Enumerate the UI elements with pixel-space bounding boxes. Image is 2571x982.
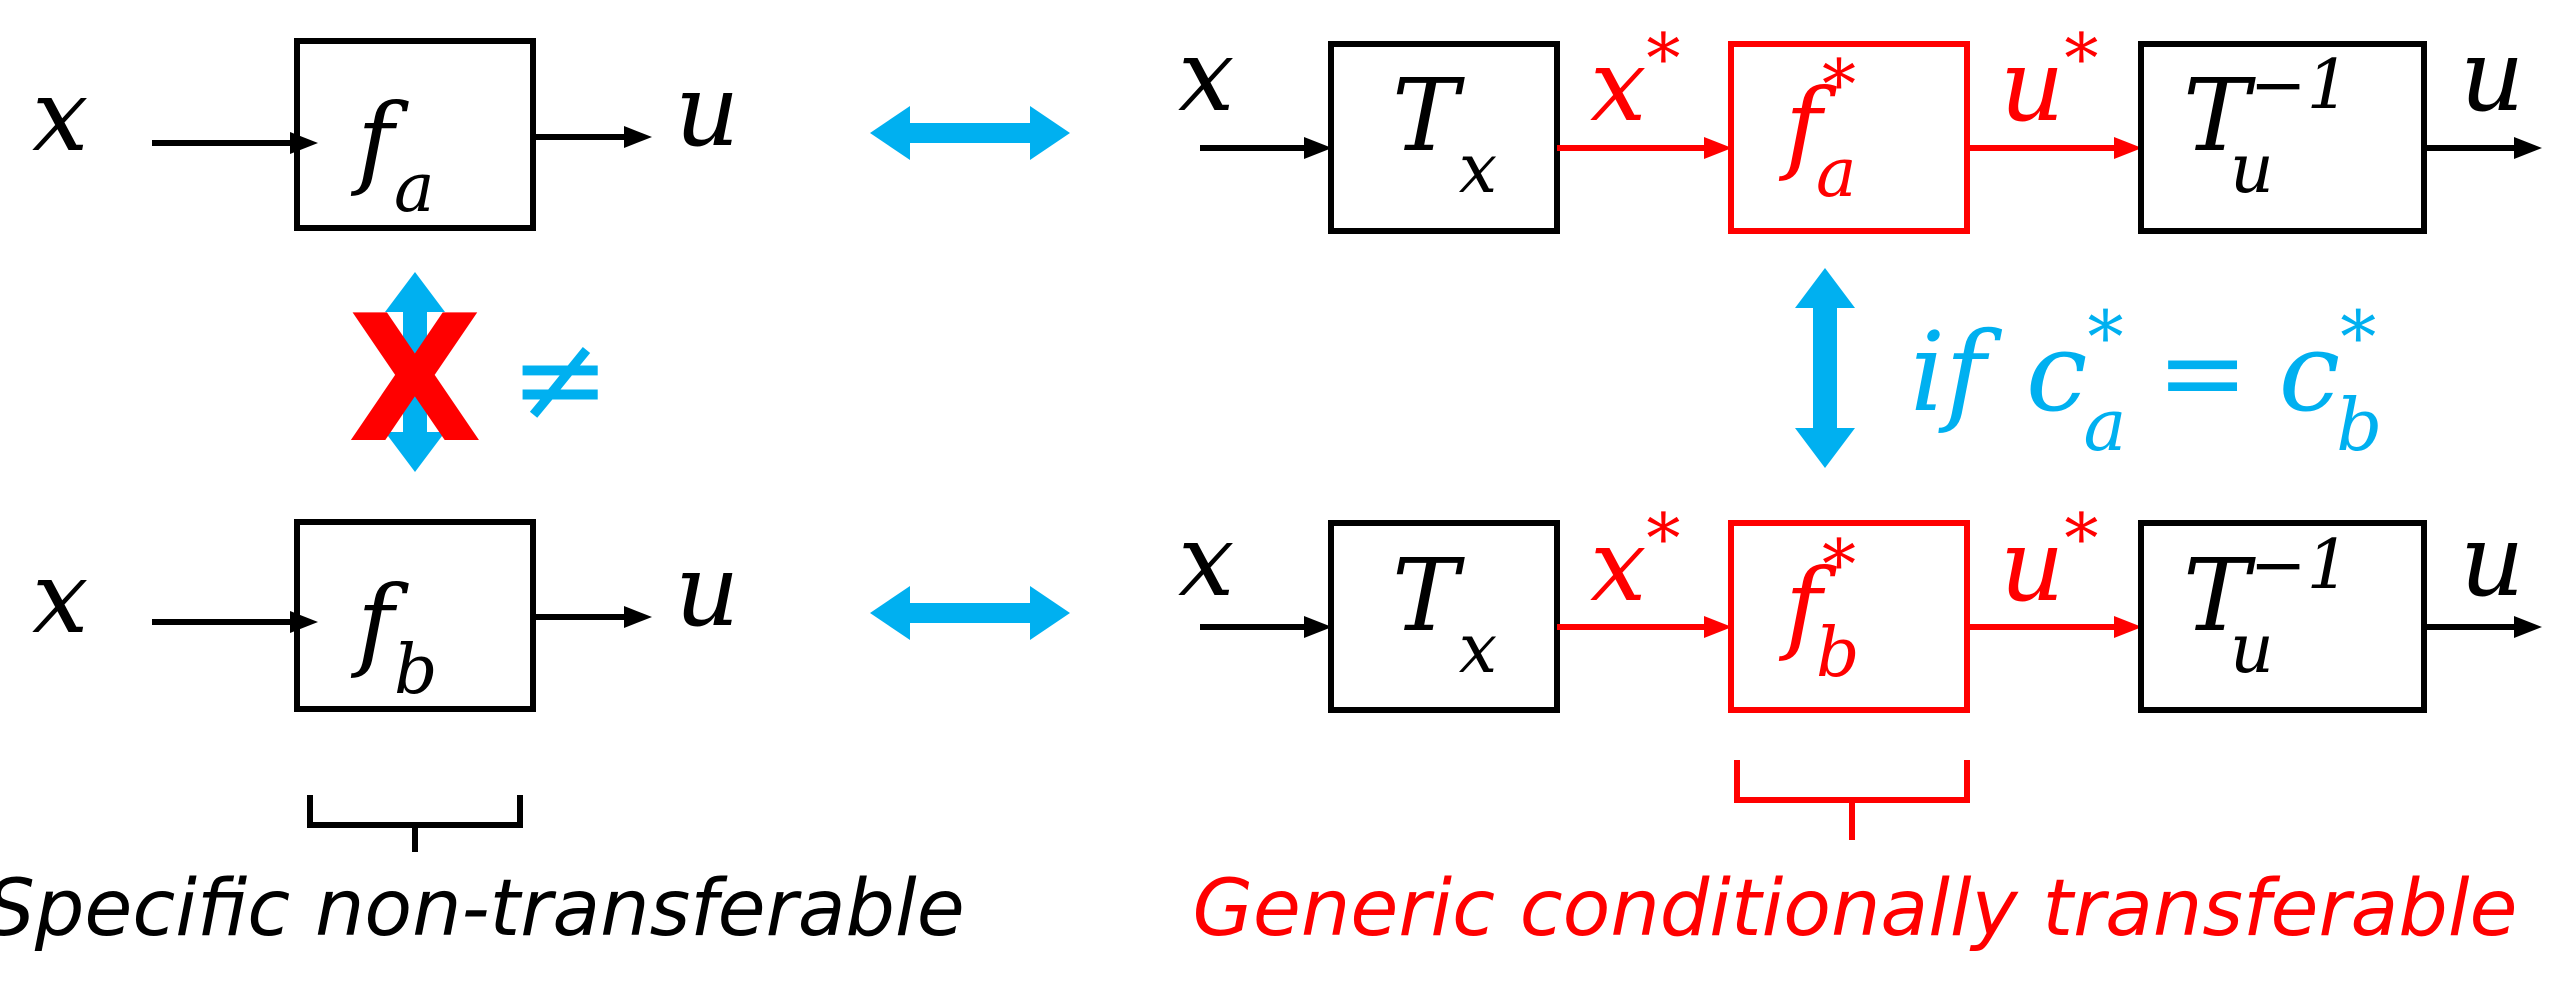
left-vertical-relation: X ≠ xyxy=(348,272,611,482)
right-top-mid-in-label: x* xyxy=(1590,20,1680,144)
left-bottom-input-label: x xyxy=(32,539,88,656)
left-bottom-output-label: u xyxy=(675,532,739,649)
left-caption: Specific non-transferable xyxy=(0,864,965,954)
right-bottom-output-label: u xyxy=(2460,502,2524,619)
right-top-mid-in-arrowhead xyxy=(1704,137,1732,159)
right-caption: Generic conditionally transferable xyxy=(1192,864,2517,954)
right-bottom-tx-label: Tx xyxy=(1392,537,1497,689)
right-bottom-fb-star-block xyxy=(1728,520,1970,713)
right-top-tu-inverse-block xyxy=(2138,41,2427,234)
right-top-tx-label: Tx xyxy=(1392,57,1497,209)
right-bottom-mid-out-arrowhead xyxy=(2114,616,2142,638)
right-top-fa-star-block xyxy=(1728,41,1970,234)
right-bottom-fb-star-label: f*b xyxy=(1778,526,1860,693)
right-top-fa-star-label: f*a xyxy=(1778,46,1857,213)
right-bottom-tu-inverse-block xyxy=(2138,520,2427,713)
left-brace xyxy=(307,795,523,852)
right-top-tx-block xyxy=(1328,41,1560,234)
left-top-output-arrowhead xyxy=(624,126,652,148)
top-double-arrow xyxy=(870,106,1070,160)
left-bottom-fb-label: fb xyxy=(350,564,438,710)
left-top-fa-label: fa xyxy=(350,82,435,228)
right-top-output-arrowhead xyxy=(2514,137,2542,159)
right-bottom-tx-block xyxy=(1328,520,1560,713)
right-top-input-arrowhead xyxy=(1304,137,1332,159)
right-top-input-label: x xyxy=(1178,17,1234,134)
right-bottom-mid-out-label: u* xyxy=(2000,500,2098,624)
left-top-input-label: x xyxy=(32,57,88,174)
right-top-mid-out-arrowhead xyxy=(2114,137,2142,159)
right-bottom-input-arrowhead xyxy=(1304,616,1332,638)
left-top-row: x fa u xyxy=(32,38,739,231)
right-top-mid-out-label: u* xyxy=(2000,20,2098,144)
left-top-output-label: u xyxy=(675,52,739,169)
right-brace xyxy=(1734,760,1970,840)
right-bottom-input-label: x xyxy=(1178,502,1234,619)
right-bottom-mid-in-label: x* xyxy=(1590,500,1680,624)
right-top-output-label: u xyxy=(2460,17,2524,134)
left-bottom-output-arrowhead xyxy=(624,606,652,628)
not-equal-symbol: ≠ xyxy=(510,310,611,449)
right-bottom-mid-in-arrowhead xyxy=(1704,616,1732,638)
left-vertical-double-arrow xyxy=(385,272,445,472)
cross-mark-icon: X xyxy=(348,279,483,482)
right-vertical-double-arrow xyxy=(1795,268,1855,468)
left-bottom-row: x fb u xyxy=(32,519,739,712)
bottom-double-arrow xyxy=(870,586,1070,640)
right-bottom-output-arrowhead xyxy=(2514,616,2542,638)
